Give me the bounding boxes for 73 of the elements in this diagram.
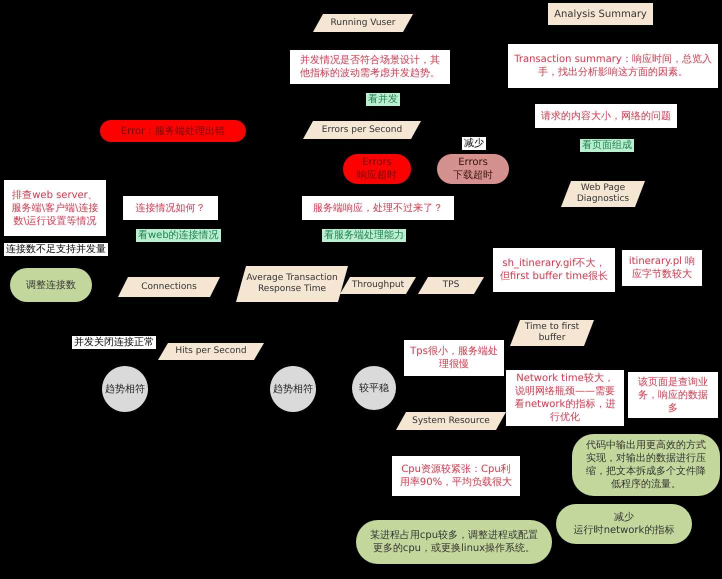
node-text: Tps很小，服务端处理很慢 xyxy=(410,345,498,371)
node-text: 响应超时 xyxy=(357,169,397,182)
node-text: Connections xyxy=(141,282,197,292)
node-text: 调整连接数 xyxy=(26,278,76,292)
node-text: Errors xyxy=(362,156,392,169)
note-box xyxy=(4,180,106,236)
data-parallelogram xyxy=(303,121,421,139)
node-text: 请求的内容大小，网络的问题 xyxy=(541,110,671,122)
node-text: 趋势相符 xyxy=(105,382,145,396)
text-tag: 看web的连接情况 xyxy=(136,229,221,242)
note-box xyxy=(508,44,718,88)
data-parallelogram xyxy=(510,320,594,346)
node-text: TPS xyxy=(442,280,460,291)
data-parallelogram xyxy=(236,266,348,302)
node-text: 某进程占用cpu较多，调整进程或配置更多的cpu，或更换linux操作系统。 xyxy=(368,529,540,555)
text-tag: 看页面组成 xyxy=(580,139,634,152)
action-pill xyxy=(556,504,692,544)
node-text: 服务端响应，处理不过来了？ xyxy=(313,202,443,214)
note-box xyxy=(123,196,218,220)
node-text: Cpu资源较紧张：Cpu利用率90%，平均负载很大 xyxy=(398,463,514,489)
text-tag: 连接数不足支持并发量 xyxy=(4,243,108,256)
node-text: 较平稳 xyxy=(359,382,389,394)
node-text: 减少 xyxy=(614,511,634,524)
action-pill xyxy=(10,268,92,302)
header-box xyxy=(548,3,653,25)
node-text: Transaction summary：响应时间，总览入手，找出分析影响这方面的因素。 xyxy=(514,53,712,79)
error-pill xyxy=(437,154,509,184)
data-parallelogram xyxy=(561,181,645,207)
note-box xyxy=(392,456,520,496)
node-text: Analysis Summary xyxy=(554,8,647,20)
note-box xyxy=(404,340,504,376)
note-box xyxy=(535,104,677,128)
node-text: 代码中输出用更高效的方式实现，对输出的数据进行压缩，把文本拆成多个文件降低程序的流量。 xyxy=(585,439,707,491)
text-tag: 看服务端处理能力 xyxy=(322,229,406,242)
note-box xyxy=(493,248,615,292)
node-text: Web Page Diagnostics xyxy=(576,183,630,205)
node-text: Time to first buffer xyxy=(524,322,580,344)
data-parallelogram xyxy=(418,277,484,294)
note-box xyxy=(302,196,454,220)
note-box xyxy=(506,370,624,426)
action-pill xyxy=(572,434,720,496)
node-text: 运行时network的指标 xyxy=(574,524,674,537)
data-parallelogram xyxy=(118,277,220,297)
node-text: Errors xyxy=(458,156,488,169)
node-text: 并发情况是否符合场景设计，其他指标的波动需考虑并发趋势。 xyxy=(299,54,441,80)
node-text: Hits per Second xyxy=(175,346,247,357)
node-text: 排查web server、服务端\客户端\连接数\运行设置等情况 xyxy=(10,188,100,228)
data-parallelogram xyxy=(396,412,506,430)
node-text: Error：服务端处理出错 xyxy=(120,124,226,138)
note-box xyxy=(628,372,718,418)
text-tag: 减少 xyxy=(462,137,486,150)
node-text: 该页面是查询业务，响应的数据多 xyxy=(637,376,709,414)
node-text: Running Vuser xyxy=(330,18,396,28)
node-text: Average Transaction Response Time xyxy=(245,273,339,295)
node-text: sh_itinerary.gif不大，但first buffer time很长 xyxy=(499,257,609,283)
data-parallelogram xyxy=(340,277,416,294)
node-text: Errors per Second xyxy=(322,124,402,136)
node-text: 连接情况如何？ xyxy=(136,202,206,214)
node-text: System Resource xyxy=(412,416,490,426)
text-tag: 并发关闭连接正常 xyxy=(72,336,156,349)
note-box xyxy=(622,250,702,286)
node-text: 趋势相符 xyxy=(273,382,313,396)
note-box xyxy=(290,50,450,84)
node-text: 下载超时 xyxy=(453,169,493,182)
node-text: Throughput xyxy=(352,280,404,291)
node-text: itinerary.pl 响应字节数较大 xyxy=(628,255,696,281)
data-parallelogram xyxy=(313,14,413,32)
error-pill xyxy=(100,120,246,142)
data-parallelogram xyxy=(158,343,264,360)
text-tag: 看并发 xyxy=(366,93,400,106)
action-pill xyxy=(356,520,552,564)
error-pill xyxy=(343,154,411,184)
node-text: Network time较大，说明网络瓶颈——需要看network的指标，进行优化 xyxy=(514,372,616,424)
